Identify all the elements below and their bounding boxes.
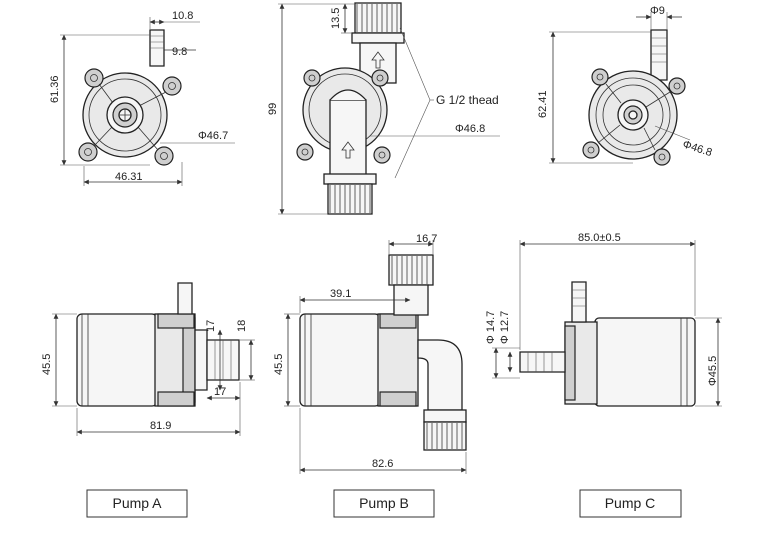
pump-a-height-dim: 61.36 [49,75,61,103]
pump-b-thread-note: G 1/2 thead [436,93,499,107]
pump-a-width-dim: 46.31 [115,171,143,183]
pump-b-label-box: Pump B [333,489,435,518]
pump-c-front-view: 62.41 Φ9 Φ46.8 [537,5,713,166]
pump-a-front-view: 61.36 46.31 10.8 9.8 Φ46.7 [49,10,235,186]
pump-a-side-view: 45.5 81.9 17 18 17 [41,282,255,436]
pump-b-front-view: 99 13.5 G 1/2 thead Φ46.8 [267,2,500,215]
pump-a-diameter-dim: Φ46.7 [198,130,228,142]
pump-c-label: Pump C [605,495,656,511]
pump-c-nozzle-b-dim: Φ 12.7 [499,311,511,344]
pump-c-body-dim: Φ45.5 [707,356,719,386]
pump-b-height-dim: 99 [267,103,279,115]
pump-c-height-dim: 62.41 [537,90,549,118]
pump-b-offset-dim: 39.1 [330,288,351,300]
pump-b-side-view: 45.5 39.1 16.7 82.6 [273,233,467,474]
pump-c-outlet-dim: Φ9 [650,5,665,17]
pump-c-side-view: 85.0±0.5 Φ 14.7 Φ 12.7 Φ45.5 [485,232,722,407]
pump-c-diameter-dim: Φ46.8 [681,138,713,159]
pump-b-top-dim: 13.5 [330,8,342,29]
pump-a-outlet-offset-dim: 10.8 [172,10,193,22]
pump-b-label: Pump B [359,495,409,511]
pump-b-body-dim: 45.5 [273,354,285,375]
pump-a-body-dim: 45.5 [41,354,53,375]
pump-a-nozzle-b-dim: 18 [236,320,248,332]
pump-a-outlet-width-dim: 9.8 [172,46,187,58]
pump-a-length-dim: 81.9 [150,420,171,432]
pump-a-nozzle-len-dim: 17 [214,386,226,398]
pump-a-label-box: Pump A [86,489,188,518]
pump-b-diameter-dim: Φ46.8 [455,123,485,135]
pump-a-label: Pump A [112,495,162,511]
pump-b-port-dim: 16.7 [416,233,437,245]
pump-b-length-dim: 82.6 [372,458,393,470]
pump-c-length-dim: 85.0±0.5 [578,232,621,244]
pump-a-nozzle-a-dim: 17 [205,320,217,332]
pump-c-nozzle-a-dim: Φ 14.7 [485,311,497,344]
pump-c-label-box: Pump C [579,489,682,518]
